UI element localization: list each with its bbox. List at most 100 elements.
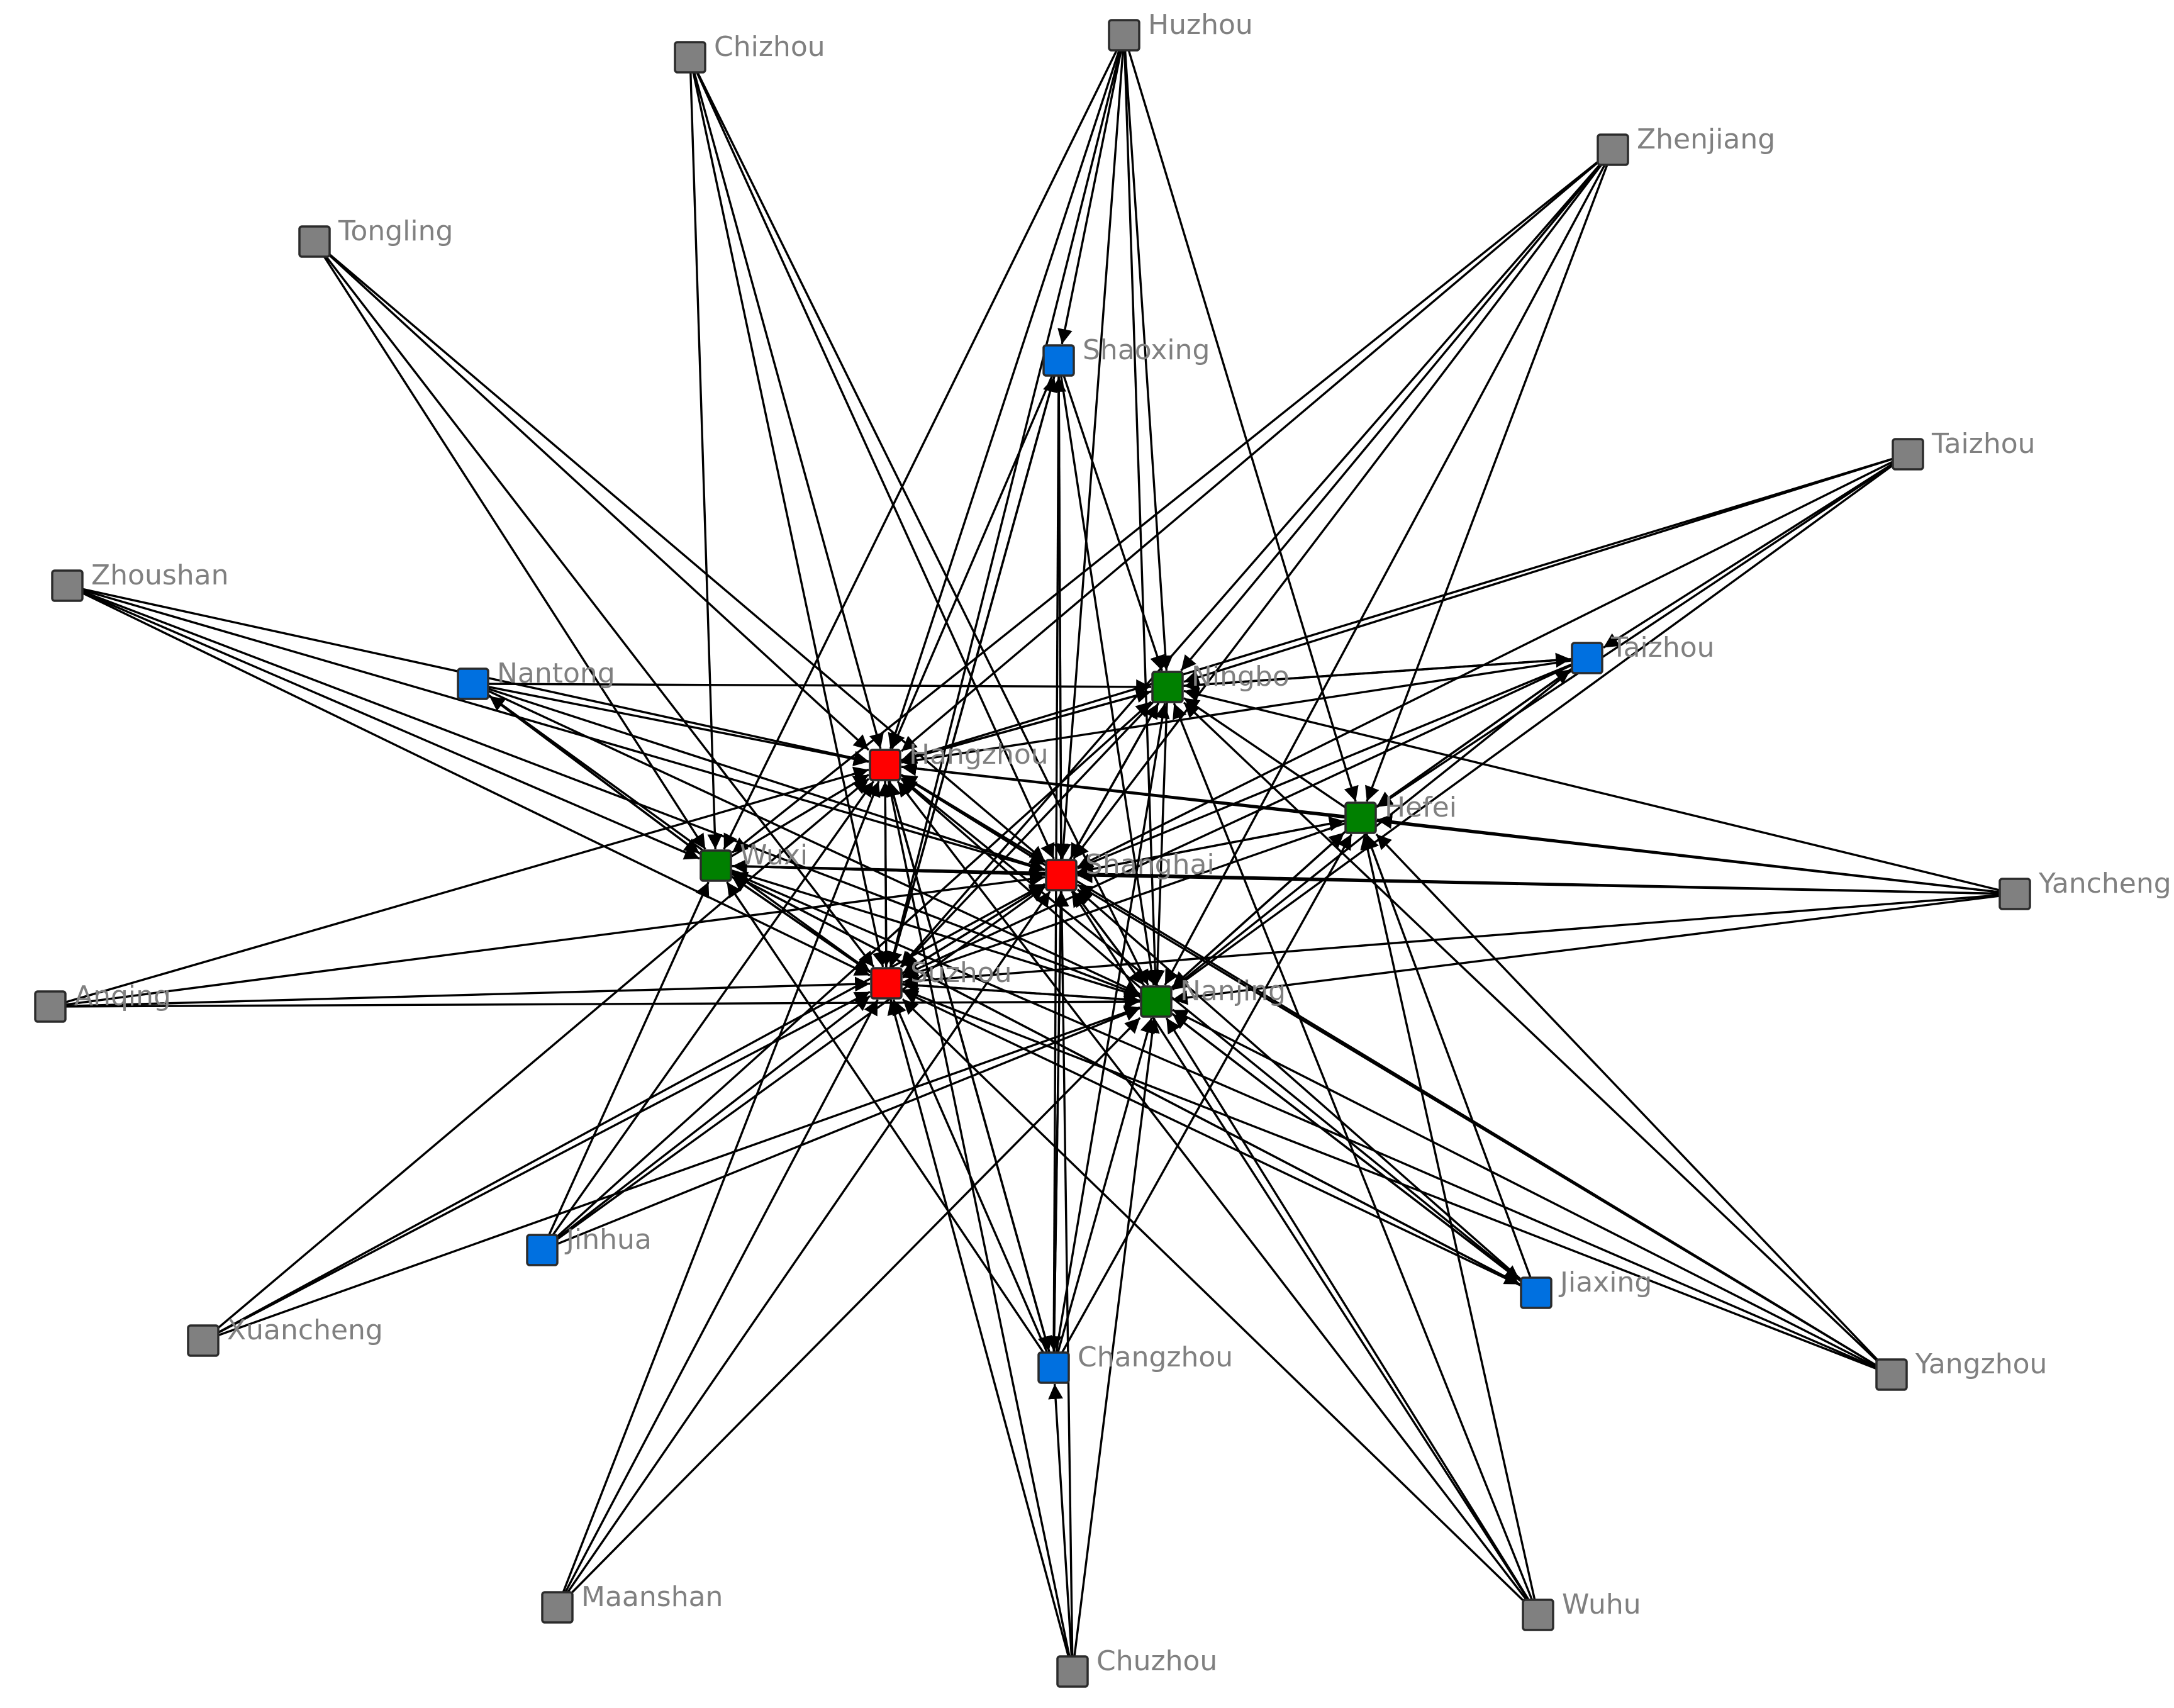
node-marker-wuhu[interactable] <box>1522 1599 1554 1631</box>
node-marker-chizhou[interactable] <box>674 41 706 74</box>
node-label-taizhou_zj: Taizhou <box>1931 428 2036 460</box>
edge-suzhou-nanjing <box>901 983 1140 1007</box>
node-marker-jiaxing[interactable] <box>1520 1276 1552 1309</box>
node-anqing[interactable]: Anqing <box>34 980 171 1023</box>
node-marker-wuxi[interactable] <box>700 849 732 882</box>
edge-zhoushan-shanghai <box>82 589 1045 874</box>
node-marker-tongling[interactable] <box>298 225 331 258</box>
edge-chizhou-suzhou <box>692 72 888 968</box>
edge-yancheng-suzhou <box>902 894 2000 988</box>
edge-maanshan-suzhou <box>564 999 879 1593</box>
node-zhenjiang[interactable]: Zhenjiang <box>1597 123 1775 166</box>
edge-taizhou_js-shanghai <box>1077 663 1573 870</box>
edge-yancheng-hangzhou <box>901 761 2000 893</box>
node-label-taizhou_js: Taizhou <box>1610 632 1715 664</box>
node-marker-chuzhou[interactable] <box>1056 1655 1089 1688</box>
edge-maanshan-shanghai <box>567 891 1051 1593</box>
edge-zhenjiang-shanghai <box>1073 164 1603 860</box>
node-marker-hangzhou[interactable] <box>869 749 901 781</box>
node-marker-yangzhou[interactable] <box>1875 1358 1908 1391</box>
edge-zhoushan-suzhou <box>82 592 871 976</box>
edge-hangzhou-changzhou <box>888 779 1052 1352</box>
edge-hefei-suzhou <box>902 822 1346 980</box>
node-nantong[interactable]: Nantong <box>457 657 615 700</box>
node-marker-zhoushan[interactable] <box>51 569 84 602</box>
node-xuancheng[interactable]: Xuancheng <box>187 1314 383 1357</box>
edge-changzhou-hefei <box>1061 834 1352 1353</box>
node-chizhou[interactable]: Chizhou <box>674 31 825 74</box>
node-yancheng[interactable]: Yancheng <box>1998 868 2171 910</box>
node-taizhou_zj[interactable]: Taizhou <box>1892 428 2036 471</box>
node-label-suzhou: Suzhou <box>910 957 1012 989</box>
edge-anqing-suzhou <box>65 976 871 1007</box>
edge-maanshan-hangzhou <box>562 781 881 1593</box>
node-yangzhou[interactable]: Yangzhou <box>1875 1348 2047 1391</box>
node-taizhou_js[interactable]: Taizhou <box>1571 632 1715 674</box>
node-label-zhoushan: Zhoushan <box>91 559 229 591</box>
node-wuxi[interactable]: Wuxi <box>700 839 808 882</box>
node-marker-xuancheng[interactable] <box>187 1324 220 1357</box>
edge-chuzhou-hangzhou <box>884 781 1071 1657</box>
node-huzhou[interactable]: Huzhou <box>1108 9 1253 52</box>
edge-huzhou-ningbo <box>1123 50 1173 671</box>
edge-huzhou-nanjing <box>1123 50 1163 986</box>
edge-tongling-suzhou <box>325 255 875 968</box>
node-label-nanjing: Nanjing <box>1180 975 1286 1007</box>
node-shaoxing[interactable]: Shaoxing <box>1042 334 1210 377</box>
edge-anqing-shanghai <box>65 871 1045 1006</box>
node-marker-zhenjiang[interactable] <box>1597 133 1629 166</box>
node-shanghai[interactable]: Shanghai <box>1045 849 1215 891</box>
edge-jiaxing-shanghai <box>1076 888 1522 1281</box>
node-marker-nantong[interactable] <box>457 667 489 700</box>
node-marker-jinhua[interactable] <box>526 1234 559 1266</box>
edge-taizhou_zj-hefei <box>1376 463 1893 808</box>
edge-xuancheng-nanjing <box>218 1005 1140 1337</box>
node-marker-shanghai[interactable] <box>1045 859 1078 891</box>
edge-ningbo-nanjing <box>1149 701 1168 986</box>
node-marker-taizhou_zj[interactable] <box>1892 438 1924 471</box>
edge-nantong-hangzhou <box>488 686 869 766</box>
node-jinhua[interactable]: Jinhua <box>526 1224 652 1266</box>
node-hangzhou[interactable]: Hangzhou <box>869 739 1049 781</box>
edge-taizhou_zj-hangzhou <box>901 457 1893 763</box>
node-wuhu[interactable]: Wuhu <box>1522 1588 1641 1631</box>
edge-chuzhou-shanghai <box>1054 891 1074 1657</box>
edge-nantong-nanjing <box>488 689 1140 995</box>
node-maanshan[interactable]: Maanshan <box>541 1581 723 1624</box>
edge-taizhou_zj-ningbo <box>1183 457 1893 685</box>
edge-yangzhou-ningbo <box>1183 701 1878 1361</box>
edge-zhoushan-wuxi <box>82 591 700 860</box>
node-marker-ningbo[interactable] <box>1151 671 1184 703</box>
node-marker-yancheng[interactable] <box>1998 878 2031 910</box>
edge-jinhua-wuxi <box>548 881 710 1236</box>
edge-wuhu-ningbo <box>1173 703 1533 1600</box>
edge-xuancheng-hangzhou <box>217 778 870 1329</box>
node-changzhou[interactable]: Changzhou <box>1037 1341 1233 1384</box>
node-zhoushan[interactable]: Zhoushan <box>51 559 229 602</box>
node-tongling[interactable]: Tongling <box>298 215 453 258</box>
node-suzhou[interactable]: Suzhou <box>870 957 1012 1000</box>
node-marker-taizhou_js[interactable] <box>1571 642 1603 674</box>
node-marker-shaoxing[interactable] <box>1042 344 1075 377</box>
node-label-chizhou: Chizhou <box>714 31 825 63</box>
node-chuzhou[interactable]: Chuzhou <box>1056 1645 1217 1688</box>
node-marker-anqing[interactable] <box>34 990 67 1023</box>
node-label-jinhua: Jinhua <box>564 1224 652 1256</box>
node-label-hefei: Hefei <box>1385 791 1457 823</box>
edge-hangzhou-ningbo <box>900 688 1152 762</box>
node-label-changzhou: Changzhou <box>1078 1341 1233 1373</box>
edge-yangzhou-wuxi <box>732 871 1877 1370</box>
node-marker-hefei[interactable] <box>1344 801 1377 834</box>
node-marker-suzhou[interactable] <box>870 967 903 1000</box>
edge-chuzhou-nanjing <box>1073 1017 1160 1657</box>
node-marker-maanshan[interactable] <box>541 1591 574 1624</box>
node-nanjing[interactable]: Nanjing <box>1140 975 1286 1018</box>
node-marker-changzhou[interactable] <box>1037 1351 1070 1384</box>
node-hefei[interactable]: Hefei <box>1344 791 1457 834</box>
node-ningbo[interactable]: Ningbo <box>1151 661 1290 703</box>
node-label-hangzhou: Hangzhou <box>909 739 1049 771</box>
node-marker-huzhou[interactable] <box>1108 19 1140 52</box>
node-marker-nanjing[interactable] <box>1140 985 1173 1018</box>
node-jiaxing[interactable]: Jiaxing <box>1520 1266 1652 1309</box>
